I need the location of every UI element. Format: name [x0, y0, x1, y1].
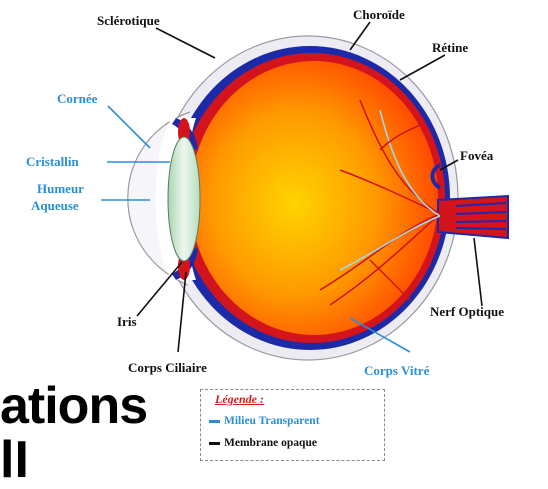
optic-nerve-shape	[438, 196, 508, 238]
label-cristallin: Cristallin	[26, 154, 79, 169]
legend-item-opaque: Membrane opaque	[209, 437, 317, 449]
label-sclerotique: Sclérotique	[97, 13, 160, 28]
legend-item-label: Milieu Transparent	[224, 415, 320, 427]
legend-swatch-black	[209, 442, 220, 445]
label-retine: Rétine	[432, 40, 468, 55]
legend-item-label: Membrane opaque	[224, 437, 317, 449]
label-corps-vitre: Corps Vitré	[364, 363, 430, 378]
label-humeur-1: Humeur	[37, 181, 84, 196]
legend-item-transparent: Milieu Transparent	[209, 415, 320, 427]
label-choroide: Choroïde	[353, 7, 405, 22]
lens-shape	[168, 137, 200, 261]
label-fovea: Fovéa	[460, 148, 494, 163]
legend-swatch-blue	[209, 420, 220, 423]
vitreous-shape	[190, 61, 438, 335]
label-cornee: Cornée	[57, 91, 98, 106]
label-iris: Iris	[117, 314, 137, 329]
background-heading-line-1: ations	[0, 380, 147, 432]
eye-diagram: Sclérotique Choroïde Rétine Cornée Crist…	[0, 0, 548, 380]
label-humeur-2: Aqueuse	[31, 198, 79, 213]
background-heading-line-2: lI	[0, 434, 29, 486]
legend-box: Légende : Milieu Transparent Membrane op…	[200, 389, 385, 461]
label-nerf-optique: Nerf Optique	[430, 304, 504, 319]
legend-title: Légende :	[215, 392, 264, 407]
label-corps-ciliaire: Corps Ciliaire	[128, 360, 207, 375]
